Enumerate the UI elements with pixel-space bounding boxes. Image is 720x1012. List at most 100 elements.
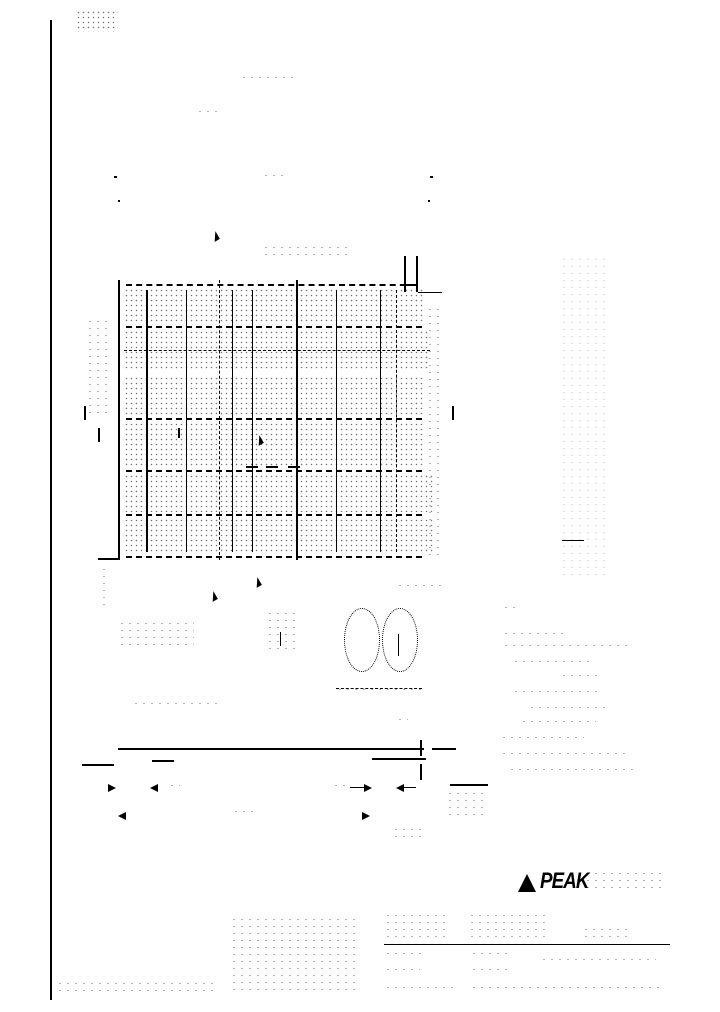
grid-col-line bbox=[232, 290, 233, 552]
notes-line bbox=[528, 704, 608, 712]
side-view-step bbox=[372, 758, 426, 760]
sheet-border-left bbox=[50, 20, 52, 1000]
mountain-icon bbox=[518, 870, 536, 892]
side-view-marker bbox=[420, 764, 422, 780]
right-side-mark bbox=[562, 540, 584, 541]
grid-col-divider bbox=[296, 280, 298, 560]
notes-line bbox=[512, 658, 592, 666]
dim-tick bbox=[430, 176, 433, 178]
dim-line bbox=[404, 787, 416, 788]
height-dim-tick bbox=[84, 406, 86, 420]
detail-circle-mark bbox=[398, 634, 399, 656]
grid-row-line bbox=[126, 326, 422, 328]
detail-circle-right bbox=[382, 608, 418, 672]
title-block-header-right bbox=[582, 926, 630, 938]
side-view-right-base bbox=[450, 784, 488, 786]
notes-line bbox=[502, 642, 630, 650]
notes-line bbox=[512, 688, 602, 696]
edge-bracket-leader bbox=[418, 292, 442, 293]
section-arrow-icon bbox=[210, 231, 220, 242]
grid-row-line bbox=[126, 284, 416, 286]
grid-centerline-v bbox=[219, 280, 220, 560]
dim-arrow-icon bbox=[108, 784, 116, 792]
grid-row-line bbox=[126, 418, 422, 420]
grid-col-line bbox=[252, 290, 253, 552]
detail-caption-line bbox=[336, 688, 422, 689]
grid-cell-content bbox=[124, 330, 430, 370]
dim-tick bbox=[114, 176, 117, 178]
grid-cell-content bbox=[124, 422, 424, 466]
title-block-cell bbox=[470, 950, 510, 960]
title-block-header-mid bbox=[468, 912, 548, 940]
dim-arrow-icon bbox=[364, 784, 372, 792]
dim-label bbox=[332, 782, 350, 790]
right-callout-label bbox=[396, 582, 446, 592]
left-caption bbox=[118, 620, 194, 648]
title-block-disclaimer bbox=[230, 916, 360, 994]
right-side-labels bbox=[560, 256, 610, 576]
grid-col-line bbox=[186, 290, 187, 552]
grid-col-line bbox=[380, 290, 381, 552]
side-view-label bbox=[132, 700, 222, 710]
grid-cell-content bbox=[124, 376, 424, 416]
height-dimension-label bbox=[86, 318, 108, 418]
top-sub-label bbox=[196, 108, 220, 114]
overall-length-label bbox=[232, 808, 254, 818]
dim-line bbox=[350, 787, 364, 788]
title-block-cell bbox=[384, 950, 422, 960]
section-arrow-icon bbox=[208, 591, 218, 602]
grid-cell-content bbox=[124, 474, 434, 512]
company-name bbox=[584, 870, 664, 892]
dim-arrow-icon bbox=[150, 784, 158, 792]
logo-text: PEAK bbox=[540, 868, 589, 893]
grid-frame-left bbox=[118, 280, 120, 560]
detail-circle-left bbox=[344, 608, 380, 672]
edge-bracket bbox=[404, 256, 406, 292]
height-dim-tick bbox=[98, 428, 100, 442]
grid-col-line bbox=[396, 290, 397, 552]
title-block-cell bbox=[470, 966, 510, 976]
grid-row-line bbox=[126, 556, 422, 558]
grid-row-line bbox=[126, 514, 422, 516]
title-block-cell bbox=[384, 984, 454, 994]
notes-line bbox=[508, 766, 638, 774]
side-view-left-base bbox=[82, 764, 114, 766]
title-block-cell bbox=[384, 966, 420, 976]
dim-tick bbox=[428, 200, 430, 202]
company-logo: PEAK bbox=[518, 868, 597, 894]
grid-row-line bbox=[126, 470, 422, 472]
top-dimension-label bbox=[240, 74, 294, 82]
side-view-end-cap bbox=[432, 748, 456, 750]
dim-arrow-icon bbox=[396, 784, 404, 792]
title-block-cell bbox=[540, 956, 656, 966]
edge-bracket bbox=[416, 256, 418, 292]
notes-line bbox=[520, 718, 596, 726]
dim-arrow-icon bbox=[118, 812, 126, 820]
revision-note bbox=[76, 10, 118, 32]
grid-marker bbox=[178, 428, 180, 438]
grid-accent-dash bbox=[266, 466, 278, 468]
notes-line bbox=[500, 734, 584, 742]
bottom-dim-label bbox=[392, 826, 426, 838]
grid-col-line bbox=[336, 290, 337, 552]
center-marker-label bbox=[266, 610, 296, 650]
notes-line bbox=[502, 630, 566, 638]
grid-col-line bbox=[146, 290, 148, 552]
dim-tick bbox=[118, 200, 120, 202]
dim-arrow-icon bbox=[362, 812, 370, 820]
notes-line bbox=[500, 750, 626, 758]
title-block-cell bbox=[470, 984, 660, 994]
right-dim-label bbox=[446, 790, 486, 820]
notes-line bbox=[560, 672, 600, 680]
right-marker bbox=[452, 406, 454, 420]
grid-cell-content bbox=[124, 288, 424, 324]
center-marker bbox=[280, 632, 281, 646]
side-view-small-label bbox=[396, 716, 408, 726]
side-view-left-step bbox=[152, 760, 174, 762]
bottom-height-label bbox=[100, 566, 110, 610]
footer-text bbox=[56, 980, 216, 994]
height-dim-base bbox=[98, 558, 118, 560]
title-block-divider bbox=[384, 944, 670, 945]
dim-label bbox=[168, 782, 180, 790]
grid-accent-dash bbox=[246, 466, 258, 468]
